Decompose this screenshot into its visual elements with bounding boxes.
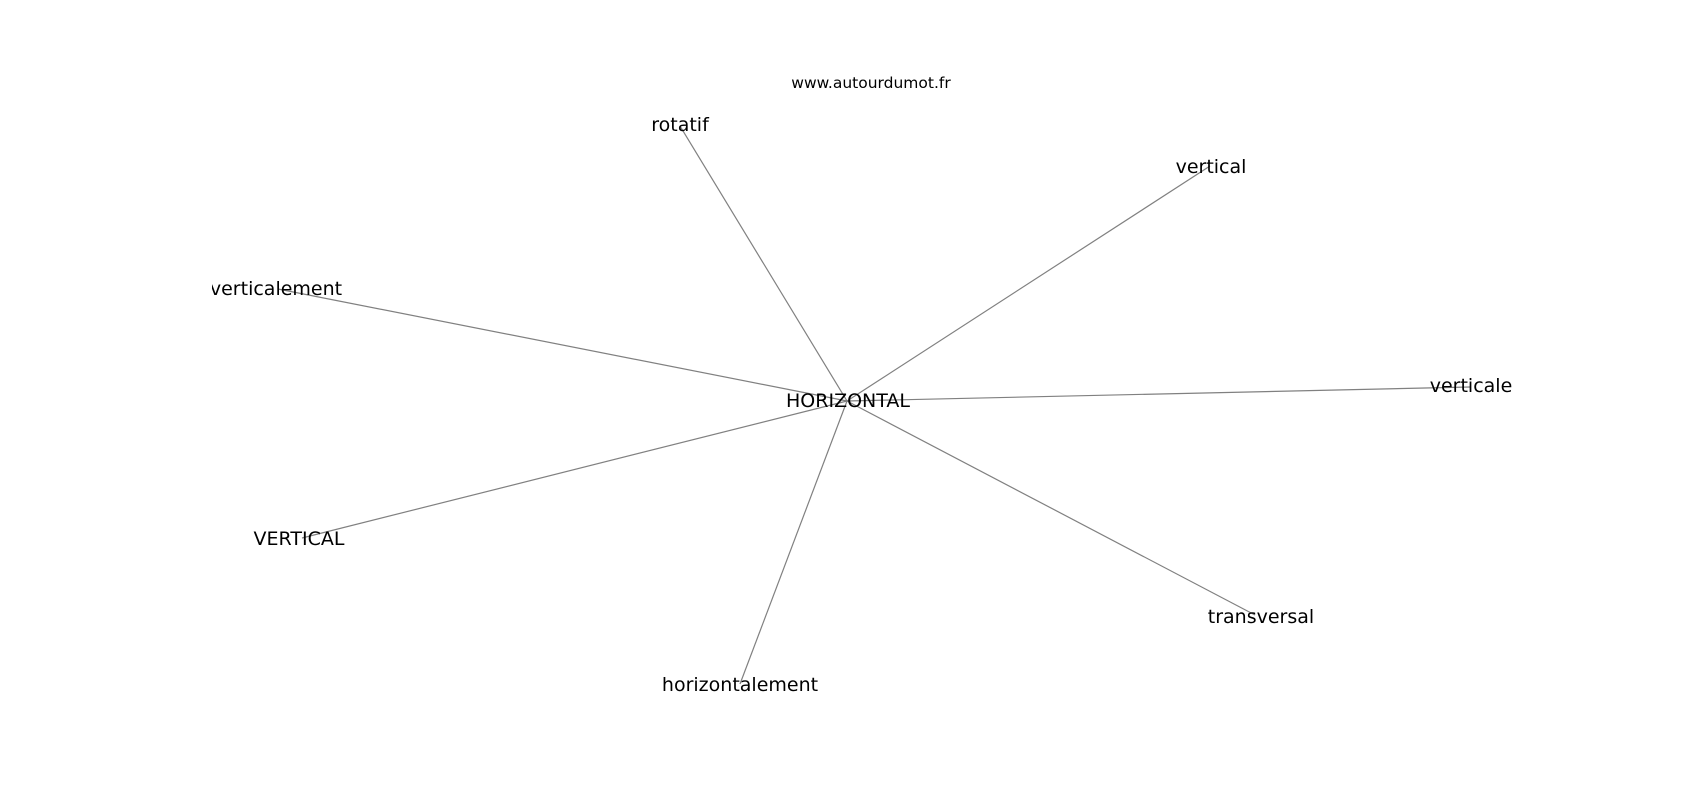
node-label-vertical: vertical bbox=[1176, 156, 1247, 178]
edge-transversal bbox=[846, 400, 1256, 616]
edge-vertical bbox=[846, 165, 1211, 402]
node-label-transversal: transversal bbox=[1208, 606, 1314, 628]
edge-verticale bbox=[846, 386, 1471, 402]
node-label-horizontalement: horizontalement bbox=[662, 674, 818, 696]
site-url: www.autourdumot.fr bbox=[791, 74, 951, 92]
node-label-vertical-caps: VERTICAL bbox=[254, 528, 345, 550]
edge-rotatif bbox=[679, 125, 848, 402]
node-label-rotatif: rotatif bbox=[651, 114, 710, 136]
edge-verticalement bbox=[277, 288, 848, 402]
edge-horizontalement bbox=[739, 400, 848, 685]
node-label-verticalement: verticalement bbox=[210, 278, 342, 300]
center-node-label: HORIZONTAL bbox=[786, 390, 910, 412]
node-label-verticale: verticale bbox=[1430, 375, 1513, 397]
edge-vertical-caps bbox=[301, 400, 848, 539]
